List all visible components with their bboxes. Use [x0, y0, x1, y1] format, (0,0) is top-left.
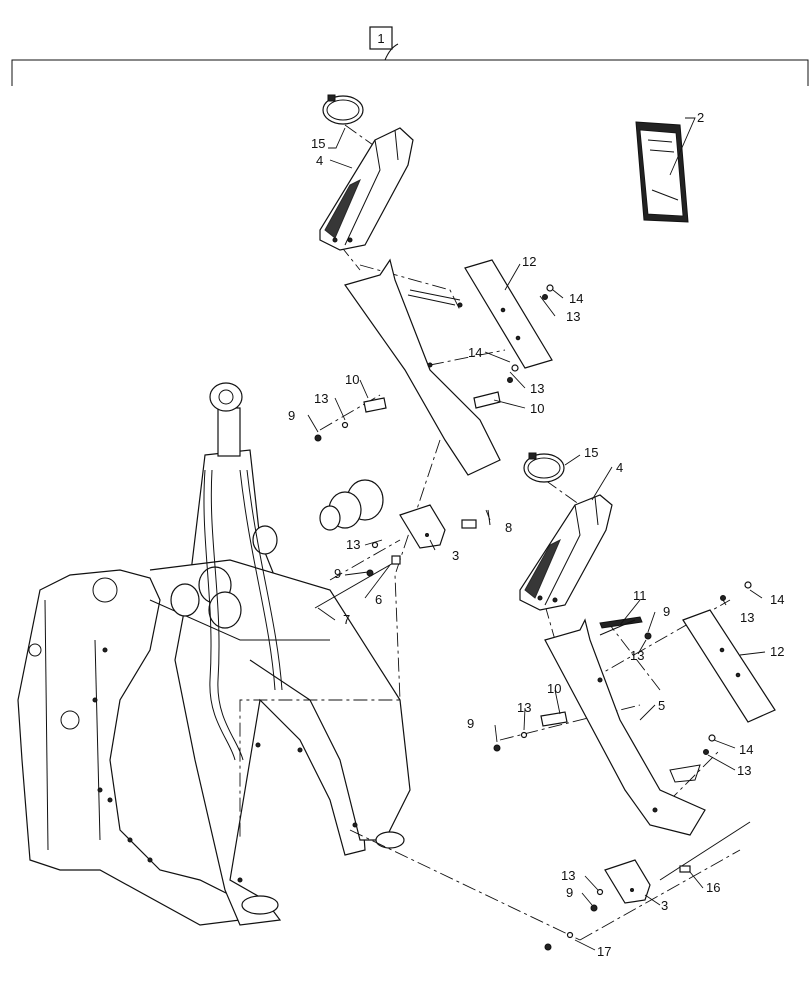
callout-12[interactable]: 12: [770, 644, 784, 659]
decal-document: [635, 121, 689, 223]
callout-5[interactable]: 5: [658, 698, 665, 713]
callout-9[interactable]: 9: [467, 716, 474, 731]
callout-15[interactable]: 15: [584, 445, 598, 460]
callout-3[interactable]: 3: [661, 898, 668, 913]
bracket-upper: [399, 504, 446, 549]
bracket-lower: [604, 859, 651, 904]
callout-3[interactable]: 3: [452, 548, 459, 563]
guard-plate-lower: [544, 616, 706, 836]
small-plate-10a: [363, 397, 387, 413]
callout-4[interactable]: 4: [616, 460, 623, 475]
callout-13[interactable]: 13: [517, 700, 531, 715]
callout-4[interactable]: 4: [316, 153, 323, 168]
leader-lines: [307, 117, 766, 951]
callout-11[interactable]: 11: [633, 588, 647, 603]
callout-labels: 15 4 2 12 14 13 14 13 10 10 13 9 15 4 8 …: [288, 110, 784, 959]
callout-13[interactable]: 13: [566, 309, 580, 324]
callout-10[interactable]: 10: [345, 372, 359, 387]
callout-13[interactable]: 13: [530, 381, 544, 396]
loader-frame: [17, 382, 411, 926]
callout-13[interactable]: 13: [346, 537, 360, 552]
callout-9[interactable]: 9: [566, 885, 573, 900]
callout-15[interactable]: 15: [311, 136, 325, 151]
callout-2[interactable]: 2: [697, 110, 704, 125]
callout-8[interactable]: 8: [505, 520, 512, 535]
clamp-upper: [322, 94, 364, 125]
callout-13[interactable]: 13: [561, 868, 575, 883]
callout-14[interactable]: 14: [569, 291, 583, 306]
fasteners: [314, 284, 752, 951]
callout-7[interactable]: 7: [343, 612, 350, 627]
clamp-lower: [523, 452, 565, 483]
callout-10[interactable]: 10: [530, 401, 544, 416]
guard-plate-upper: [344, 258, 501, 476]
cover-lower: [519, 494, 613, 611]
callout-13[interactable]: 13: [314, 391, 328, 406]
callout-13[interactable]: 13: [740, 610, 754, 625]
callout-14[interactable]: 14: [468, 345, 482, 360]
callout-13[interactable]: 13: [630, 648, 644, 663]
callout-1: 1: [377, 31, 384, 46]
rod-7: [314, 561, 396, 609]
small-plate-10b: [473, 391, 501, 409]
callout-16[interactable]: 16: [706, 880, 720, 895]
pin-6: [391, 555, 401, 565]
callout-9[interactable]: 9: [334, 566, 341, 581]
callout-9[interactable]: 9: [663, 604, 670, 619]
callout-14[interactable]: 14: [739, 742, 753, 757]
cover-upper: [319, 127, 414, 251]
assembly-bracket: 1: [11, 26, 809, 86]
small-plate-10c: [540, 711, 568, 727]
pin-11: [599, 619, 636, 636]
callout-9[interactable]: 9: [288, 408, 295, 423]
callout-12[interactable]: 12: [522, 254, 536, 269]
callout-6[interactable]: 6: [375, 592, 382, 607]
callout-17[interactable]: 17: [597, 944, 611, 959]
plate-upper: [464, 259, 553, 369]
callout-13[interactable]: 13: [737, 763, 751, 778]
pin-8: [461, 509, 491, 529]
rod-16: [659, 821, 751, 881]
assembly-callout-box[interactable]: [369, 26, 393, 50]
callout-10[interactable]: 10: [547, 681, 561, 696]
plate-lower: [682, 609, 776, 723]
callout-14[interactable]: 14: [770, 592, 784, 607]
